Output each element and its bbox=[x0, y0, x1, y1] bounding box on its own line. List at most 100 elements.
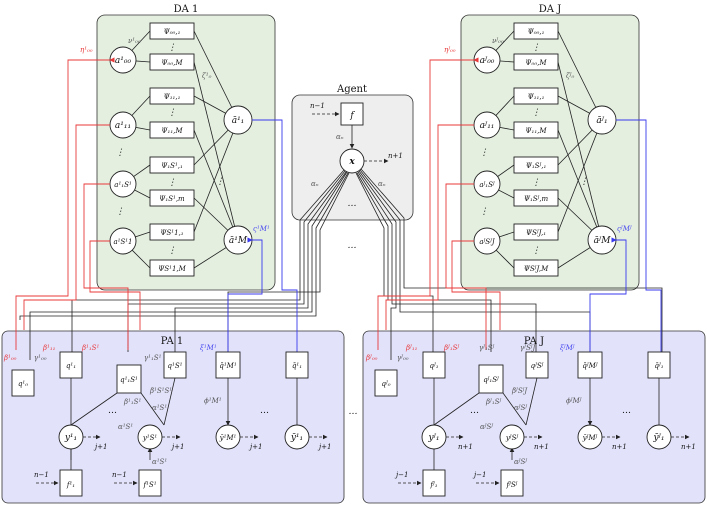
agent-f: f bbox=[349, 111, 355, 121]
pa1-j-plus-1-c: j+1 bbox=[248, 443, 263, 451]
paJ-n-plus-1-d: n+1 bbox=[681, 443, 696, 451]
da1-vdots-7: ⋮ bbox=[216, 177, 225, 187]
paJ-qbarM: q̄ᴶMᴶ bbox=[582, 362, 597, 370]
daJ-vdots-2: ⋮ bbox=[532, 108, 541, 118]
daJ-vdots-1: ⋮ bbox=[532, 43, 541, 53]
agent-title: Agent bbox=[336, 84, 367, 95]
da1-psi-00-M: Ψ₀₀,M bbox=[161, 59, 183, 67]
daJ-psi-11-M: Ψ₁₁,M bbox=[525, 127, 547, 135]
da1-psi-11-1: Ψ₁₁,₁ bbox=[164, 93, 181, 101]
agent-n-plus-1: n+1 bbox=[388, 152, 403, 160]
daJ-abar1: āᴶ₁ bbox=[596, 116, 607, 126]
da1-psi-11-M: Ψ₁₁,M bbox=[161, 127, 183, 135]
paJ-qbar1: q̄ᴶ₁ bbox=[654, 362, 663, 370]
paJ-qS: qᴶSᴶ bbox=[531, 362, 544, 370]
paJ-j-minus-1-a: j−1 bbox=[394, 471, 409, 479]
da1-nu: ν¹₀₀ bbox=[128, 37, 141, 45]
daJ-abarM: āᴶM bbox=[594, 236, 612, 246]
paJ-alpha1: αᴶSᴶ bbox=[480, 423, 493, 431]
daJ-psi-00-1: Ψ₀₀,₁ bbox=[528, 28, 545, 36]
agent-graph: f n−1 αₙ x n+1 αₙ αₙ … bbox=[310, 102, 403, 209]
daJ-psi-S1-1: ΨSᴶJ,₁ bbox=[526, 229, 546, 237]
da1-abar1: ā¹₁ bbox=[232, 116, 245, 126]
pa1-panel bbox=[1, 330, 345, 504]
red-links bbox=[15, 57, 501, 350]
da1-vdots-6: ⋮ bbox=[116, 207, 125, 217]
pa1-dots-2: … bbox=[260, 406, 269, 416]
daJ-a11: aᴶ₁₁ bbox=[480, 121, 495, 131]
daJ-psi-1S-1: Ψ₁Sᴶ,₁ bbox=[526, 162, 547, 170]
da1-vdots-2: ⋮ bbox=[168, 108, 177, 118]
pa1-beta11: β¹₁₁ bbox=[42, 344, 56, 352]
paJ-title: PA J bbox=[524, 336, 544, 347]
pa1-j-plus-1-a: j+1 bbox=[93, 443, 108, 451]
agent-x: x bbox=[348, 157, 355, 167]
pa1-alpha1: α¹S¹ bbox=[118, 423, 133, 431]
paJ-j-minus-1-b: j−1 bbox=[472, 471, 487, 479]
pa1-ybarM: ȳ¹M¹ bbox=[219, 434, 237, 442]
agent-alpha-right: αₙ bbox=[378, 180, 386, 188]
paJ-alphaS: αᴶSᴶ bbox=[514, 404, 527, 412]
daJ-eta: ηᴶ₀₀ bbox=[444, 46, 456, 54]
paJ-n-plus-1-a: n+1 bbox=[458, 443, 473, 451]
paJ-n-plus-1-b: n+1 bbox=[534, 443, 549, 451]
da1-zeta: ζ¹₀ bbox=[202, 72, 212, 80]
da1-psi-1S-1: Ψ₁S¹,₁ bbox=[161, 162, 183, 170]
pa1-n-minus-1-b: n−1 bbox=[112, 471, 127, 479]
da1-a1S: a¹₁S¹ bbox=[114, 181, 132, 189]
paJ-gammaSJ: γᴶSᴶJ bbox=[520, 344, 537, 352]
daJ-vdots-4: ⋮ bbox=[532, 246, 541, 256]
paJ-q1: qᴶ₁ bbox=[429, 362, 438, 370]
pa1-alphaS2: α¹S¹ bbox=[152, 458, 167, 466]
paJ-dots-2: … bbox=[622, 406, 631, 416]
paJ-y1: yᴶ₁ bbox=[428, 433, 440, 443]
pa1-gamma1S: γ¹₁S¹ bbox=[144, 354, 162, 362]
pa1-dots-1: … bbox=[108, 406, 117, 416]
agent-dots: … bbox=[348, 199, 357, 209]
pa1-q0: q¹₀ bbox=[18, 380, 28, 388]
daJ-a1S: aᴶ₁Sᴶ bbox=[479, 181, 495, 189]
paJ-yS: yᴶSᴶ bbox=[505, 434, 519, 442]
bottom-dots: … bbox=[349, 407, 358, 417]
pa1-alphaS: α¹S¹ bbox=[152, 404, 167, 412]
da1-psi-S1-1: ΨS¹1,₁ bbox=[160, 229, 183, 237]
da1-graph: Ψ₀₀,₁ Ψ₀₀,M Ψ₁₁,₁ Ψ₁₁,M Ψ₁S¹,₁ Ψ₁S¹,m ΨS… bbox=[80, 22, 270, 277]
pa1-y1: y¹₁ bbox=[64, 433, 77, 443]
paJ-graph: qᴶ₀ qᴶ₁ qᴶ₁Sᴶ qᴶSᴶ q̄ᴶMᴶ q̄ᴶ₁ yᴶ₁ yᴶSᴶ ȳ… bbox=[365, 344, 696, 497]
da1-a11: a¹₁₁ bbox=[115, 121, 131, 131]
paJ-n-plus-1-c: n+1 bbox=[612, 443, 627, 451]
pa1-beta1S1: β¹₁S¹ bbox=[123, 398, 141, 406]
paJ-phi: ϕᴶMᴶ bbox=[566, 397, 582, 405]
paJ-gamma00: γᴶ₀₀ bbox=[397, 354, 409, 362]
daJ-psi-11-1: Ψ₁₁,₁ bbox=[528, 93, 545, 101]
daJ-vdots-5: ⋮ bbox=[480, 148, 489, 158]
pa1-graph: q¹₀ q¹₁ q¹₁S¹ q¹S¹ q̄¹M¹ q̄¹₁ y¹₁ y¹S¹ ȳ… bbox=[3, 344, 332, 497]
da1-a00: a¹₀₀ bbox=[115, 56, 132, 66]
pa1-fS: f¹S¹ bbox=[143, 481, 157, 489]
pa1-yS: y¹S¹ bbox=[142, 434, 158, 442]
paJ-alphaS2: αᴶSᴶ bbox=[514, 458, 527, 466]
da1-title: DA 1 bbox=[174, 4, 199, 15]
pa1-betaS: β̄¹S¹S¹ bbox=[149, 387, 172, 395]
daJ-vdots-6: ⋮ bbox=[480, 207, 489, 217]
da1-aS1: a¹S¹1 bbox=[113, 238, 132, 246]
daJ-varsigma: ςᴶMᴶ bbox=[617, 225, 632, 233]
pa1-ybar1: ȳ¹₁ bbox=[290, 433, 303, 443]
daJ-aS1: aᴶSᴶJ bbox=[479, 238, 496, 246]
paJ-ybarM: ȳᴶMᴶ bbox=[582, 434, 598, 442]
daJ-vdots-7: ⋮ bbox=[580, 177, 589, 187]
pa1-qbarM: q̄¹M¹ bbox=[219, 362, 236, 370]
paJ-ybar1: ȳᴶ₁ bbox=[653, 433, 665, 443]
daJ-psi-S1-M: ΨSᴶJ,M bbox=[524, 265, 549, 273]
da1-vdots-4: ⋮ bbox=[168, 246, 177, 256]
pa1-xi: ξ¹M¹ bbox=[200, 344, 217, 352]
daJ-title: DA J bbox=[539, 4, 561, 15]
agent-alpha-left: αₙ bbox=[311, 180, 319, 188]
pa1-gamma00: γ¹₀₀ bbox=[34, 354, 47, 362]
daJ-graph: Ψ₀₀,₁ Ψ₀₀,M Ψ₁₁,₁ Ψ₁₁,M Ψ₁Sᴶ,₁ Ψ₁Sᴶ,m ΨS… bbox=[444, 22, 632, 277]
paJ-beta11: βᴶ₁₁ bbox=[405, 344, 418, 352]
paJ-panel bbox=[362, 330, 706, 504]
paJ-beta1S1: βᴶ₁Sᴶ bbox=[485, 398, 501, 406]
paJ-beta00: βᴶ₀₀ bbox=[365, 354, 378, 362]
